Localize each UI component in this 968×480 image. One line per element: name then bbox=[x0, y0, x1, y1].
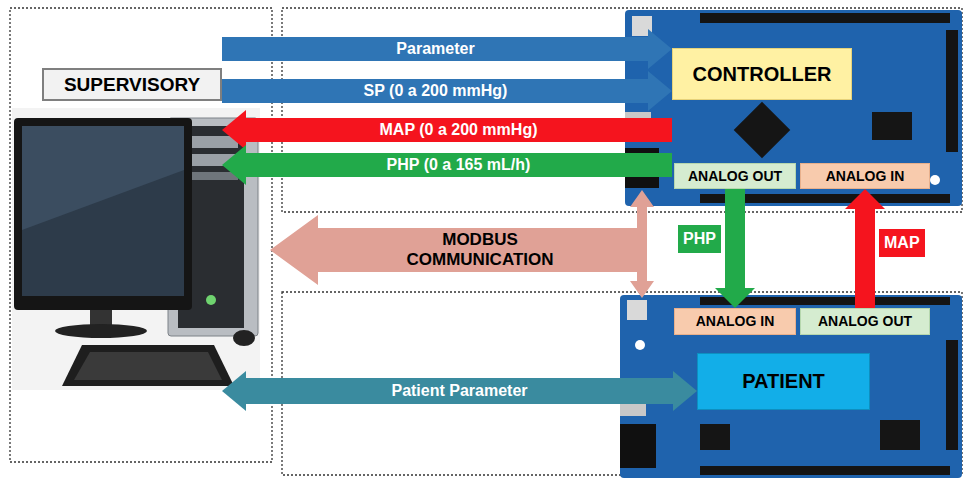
node-text: PATIENT bbox=[742, 370, 825, 393]
microcontroller-chip bbox=[734, 102, 791, 159]
pin-header bbox=[700, 13, 950, 23]
map-arrow bbox=[222, 110, 672, 150]
chip bbox=[700, 424, 730, 450]
monitor-base bbox=[55, 324, 147, 338]
monitor-screen bbox=[22, 126, 184, 296]
analog-in-port: ANALOG IN bbox=[674, 308, 796, 335]
drive-bay bbox=[184, 136, 238, 148]
mounting-hole bbox=[635, 340, 645, 350]
arduino-board bbox=[625, 10, 962, 206]
arrow-shaft bbox=[725, 189, 745, 289]
keyboard-keys bbox=[74, 352, 222, 380]
node-text: ANALOG OUT bbox=[688, 168, 782, 184]
arrow-label: PHP bbox=[678, 225, 721, 252]
bus-label: MODBUS COMMUNICATION bbox=[385, 230, 575, 269]
patient-parameter-arrow bbox=[222, 371, 697, 411]
power-jack bbox=[620, 424, 656, 468]
node-text: ANALOG IN bbox=[826, 168, 905, 184]
reset-button bbox=[627, 300, 647, 320]
arrow-label: PHP (0 a 165 mL/h) bbox=[383, 155, 535, 174]
arrow-shaft bbox=[245, 153, 672, 177]
arrow-head bbox=[222, 110, 246, 150]
arrow-label: SP (0 a 200 mmHg) bbox=[360, 81, 512, 100]
analog-out-port: ANALOG OUT bbox=[800, 308, 930, 335]
arrow-label: Parameter bbox=[392, 39, 478, 58]
pin-header bbox=[946, 30, 958, 152]
supervisory-region bbox=[10, 8, 272, 462]
pin-header bbox=[946, 340, 958, 450]
arrow-head bbox=[648, 71, 672, 111]
php-arrow bbox=[222, 145, 672, 185]
arrow-label: MAP bbox=[879, 229, 925, 256]
analog-out-port: ANALOG OUT bbox=[674, 163, 796, 189]
setpoint-arrow bbox=[222, 71, 672, 111]
arrow-shaft bbox=[222, 37, 649, 61]
parameter-arrow bbox=[222, 29, 672, 69]
node-text: SUPERVISORY bbox=[64, 74, 200, 96]
node-text: CONTROLLER bbox=[693, 63, 832, 86]
arrow-shaft bbox=[855, 208, 875, 308]
arrow-shaft bbox=[245, 378, 674, 404]
arrow-head bbox=[648, 29, 672, 69]
modbus-arrow bbox=[270, 215, 637, 285]
pin-header bbox=[700, 466, 950, 475]
arrow-label: MAP (0 a 200 mmHg) bbox=[376, 120, 542, 139]
arrow-shaft bbox=[222, 79, 649, 103]
controller-label: CONTROLLER bbox=[672, 48, 852, 100]
arrow-head bbox=[222, 145, 246, 185]
node-text: ANALOG IN bbox=[696, 313, 775, 329]
keyboard bbox=[62, 345, 234, 386]
arrow-label: Patient Parameter bbox=[387, 381, 531, 400]
arrow-head bbox=[845, 189, 885, 209]
node-text: ANALOG OUT bbox=[818, 313, 912, 329]
chip bbox=[872, 112, 912, 140]
computer-backdrop bbox=[12, 108, 260, 390]
supervisory-label: SUPERVISORY bbox=[42, 68, 222, 101]
mouse bbox=[233, 330, 255, 346]
screen-glare bbox=[22, 126, 184, 230]
monitor bbox=[14, 118, 192, 310]
chip bbox=[880, 420, 920, 450]
analog-in-port: ANALOG IN bbox=[800, 163, 930, 189]
arrow-head bbox=[222, 371, 246, 411]
arrow-head bbox=[673, 371, 697, 411]
arrow-shaft bbox=[245, 118, 672, 142]
php-signal-arrow bbox=[715, 189, 755, 308]
drive-bay bbox=[184, 172, 238, 180]
patient-label: PATIENT bbox=[697, 353, 870, 410]
modbus-bus-arrow bbox=[630, 190, 654, 298]
arrow-head bbox=[715, 288, 755, 308]
mounting-hole bbox=[930, 175, 940, 185]
power-light bbox=[206, 295, 216, 305]
